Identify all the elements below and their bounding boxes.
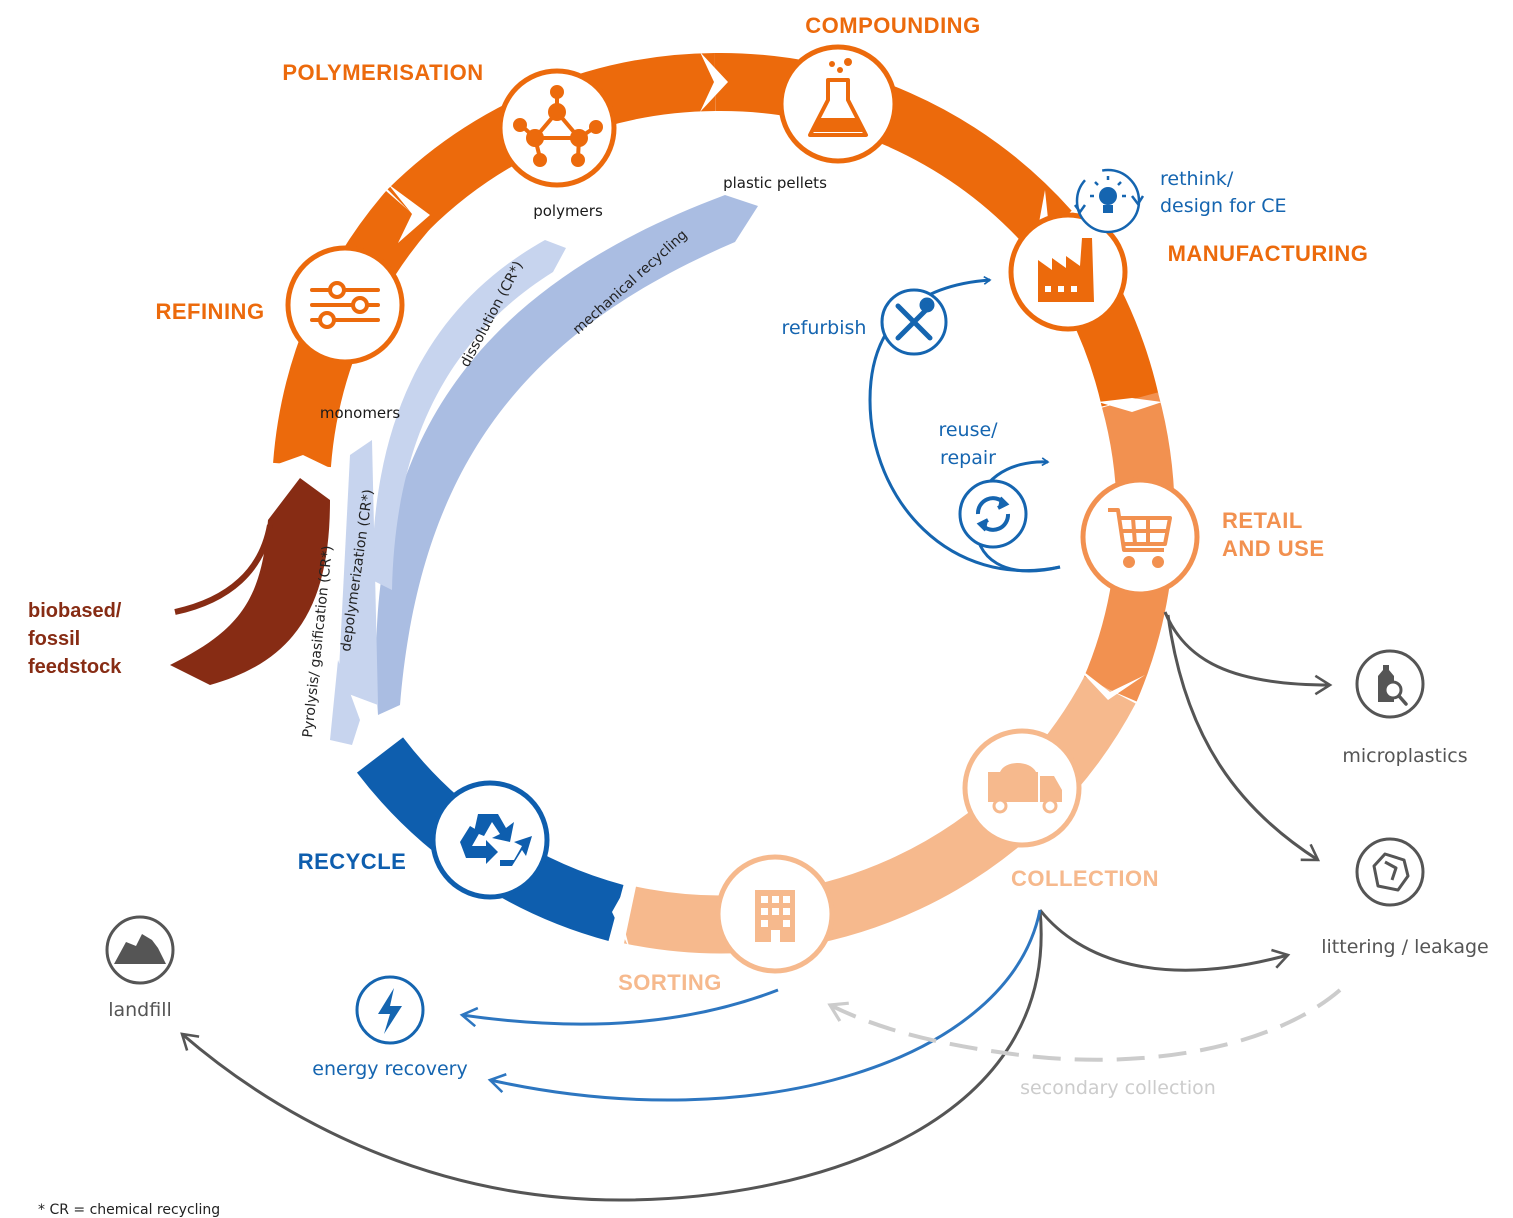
label-refining: REFINING <box>155 299 264 324</box>
stage-circle-manufacturing[interactable] <box>1008 212 1128 332</box>
label-secondary-collection: secondary collection <box>1020 1077 1216 1099</box>
chevron-7 <box>275 455 330 478</box>
label-repair: repair <box>940 447 996 469</box>
svg-text:biobased/: biobased/ <box>28 600 122 622</box>
feedstock-edge <box>174 524 273 615</box>
label-sorting: SORTING <box>618 970 722 995</box>
arrow-energy-from-sorting <box>459 988 779 1028</box>
stage-circle-recycle[interactable] <box>430 780 550 900</box>
label-feedstock: biobased/ fossil feedstock <box>28 600 122 678</box>
depolymerization-band <box>338 440 378 705</box>
crumpled-paper-icon <box>1372 852 1410 892</box>
label-landfill: landfill <box>108 999 172 1021</box>
arrow-to-littering-from-retail <box>1166 614 1321 862</box>
label-retail-line1: RETAIL <box>1222 508 1303 533</box>
stage-circle-sorting[interactable] <box>715 854 835 974</box>
feedstock-arrow <box>170 478 330 685</box>
factory-icon <box>1038 238 1094 302</box>
mechanical-recycling-band <box>376 195 758 715</box>
arrow-to-microplastics <box>1163 611 1333 696</box>
stage-circle-polymerisation[interactable] <box>497 68 617 188</box>
reuse-repair-icon-badge[interactable] <box>958 479 1028 549</box>
label-design-for-ce: design for CE <box>1160 195 1287 217</box>
refurbish-tools-icon-badge[interactable] <box>880 288 948 356</box>
landfill-pile-icon <box>114 934 166 964</box>
recycle-icon <box>460 814 532 866</box>
energy-recovery-icon-badge[interactable] <box>355 975 425 1045</box>
label-rethink: rethink/ <box>1160 168 1234 190</box>
arrow-to-landfill <box>180 909 1043 1202</box>
label-recycle: RECYCLE <box>298 849 407 874</box>
lightning-bolt-icon <box>378 988 402 1034</box>
label-microplastics: microplastics <box>1342 745 1467 767</box>
label-polymers: polymers <box>533 202 603 220</box>
label-littering: littering / leakage <box>1321 936 1489 958</box>
littering-icon-badge[interactable] <box>1355 837 1425 907</box>
lightbulb-icon <box>1090 176 1126 213</box>
ring-compounding-segment <box>714 52 1072 250</box>
label-monomers: monomers <box>320 404 400 422</box>
stage-circle-retail[interactable] <box>1080 477 1200 597</box>
landfill-icon-badge[interactable] <box>105 915 175 985</box>
microplastics-icon-badge[interactable] <box>1355 649 1425 719</box>
arrow-to-littering-from-collection <box>1038 909 1291 972</box>
truck-icon <box>988 763 1062 814</box>
stage-circle-compounding[interactable] <box>778 44 898 164</box>
refresh-cycle-icon <box>976 496 1010 532</box>
chevron-6 <box>612 880 630 950</box>
label-manufacturing: MANUFACTURING <box>1168 241 1369 266</box>
chevron-4 <box>1098 398 1162 412</box>
chevron-5 <box>1075 665 1145 700</box>
footnote: * CR = chemical recycling <box>38 1202 220 1218</box>
chevron-2 <box>700 52 728 112</box>
arrow-secondary-collection <box>827 988 1342 1062</box>
label-retail-line2: AND USE <box>1222 536 1325 561</box>
label-compounding: COMPOUNDING <box>805 13 980 38</box>
svg-text:feedstock: feedstock <box>28 656 122 678</box>
label-refurbish: refurbish <box>782 317 867 339</box>
label-polymerisation: POLYMERISATION <box>282 60 483 85</box>
rethink-bulb-icon-badge[interactable] <box>1073 168 1145 234</box>
sliders-icon <box>310 281 380 329</box>
stage-circle-collection[interactable] <box>962 728 1082 848</box>
molecule-icon <box>513 85 603 167</box>
pyrolysis-band <box>330 660 360 745</box>
building-icon <box>755 890 795 942</box>
wrench-screwdriver-icon <box>895 297 935 341</box>
label-plastic-pellets: plastic pellets <box>723 174 827 192</box>
chevron-1 <box>388 184 430 243</box>
stage-circle-refining[interactable] <box>285 245 405 365</box>
shopping-cart-icon <box>1108 508 1172 568</box>
microplastics-bottle-magnifier-icon <box>1378 665 1408 706</box>
label-energy-recovery: energy recovery <box>312 1058 467 1080</box>
svg-text:fossil: fossil <box>28 628 80 650</box>
label-reuse: reuse/ <box>938 419 998 441</box>
arrow-energy-from-collection <box>487 909 1042 1102</box>
flask-icon <box>808 58 868 137</box>
label-collection: COLLECTION <box>1011 866 1159 891</box>
dissolution-band <box>372 240 566 590</box>
